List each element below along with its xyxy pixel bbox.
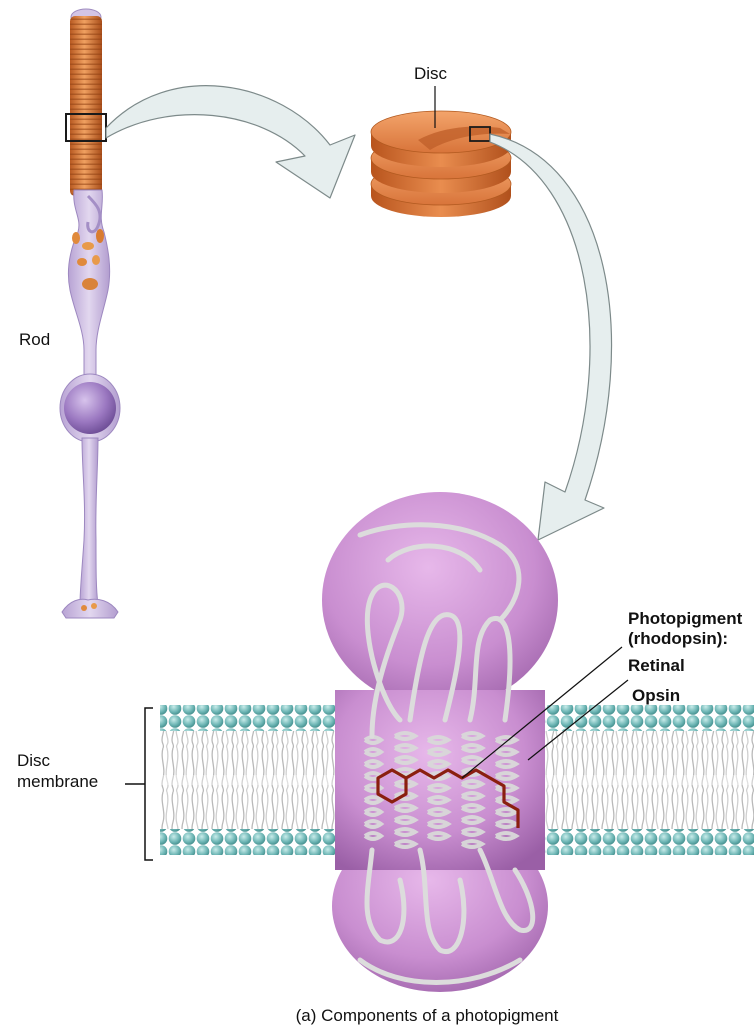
rod-label: Rod <box>19 330 50 350</box>
figure-caption: (a) Components of a photopigment <box>0 1006 754 1026</box>
rhodopsin-label: (rhodopsin): <box>628 629 728 649</box>
photopigment-label: Photopigment <box>628 609 742 629</box>
zoom-arrow-rod-to-disc <box>106 86 355 198</box>
disc-membrane-label-line2: membrane <box>17 772 98 792</box>
rod-cell <box>60 9 120 618</box>
disc-label: Disc <box>414 64 447 84</box>
rod-nucleus <box>64 382 116 434</box>
opsin-label: Opsin <box>632 686 680 706</box>
disc-membrane-label-line1: Disc <box>17 751 50 771</box>
retinal-label: Retinal <box>628 656 685 676</box>
disc-stack <box>371 86 511 217</box>
